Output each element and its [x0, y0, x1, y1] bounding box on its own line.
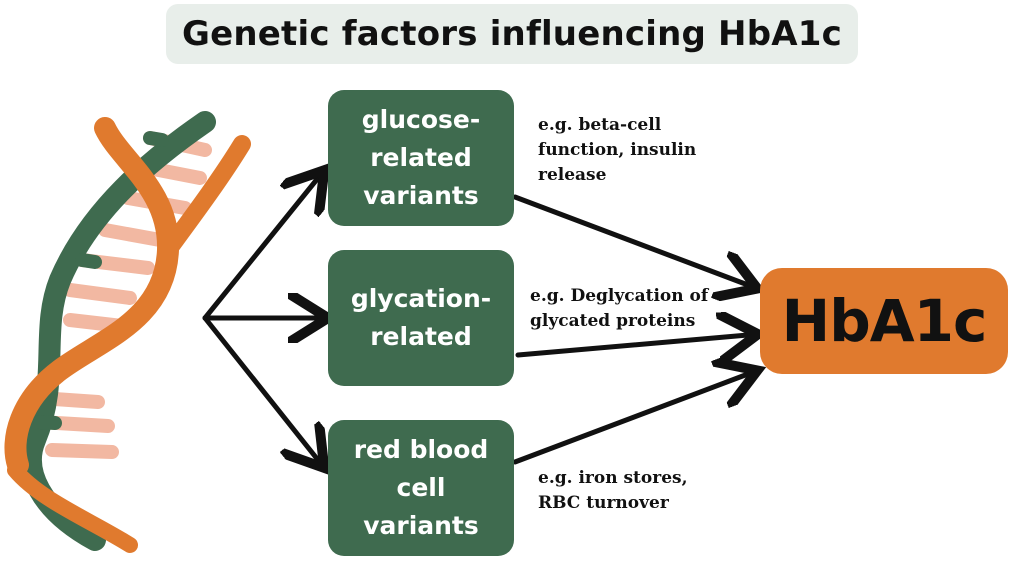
note-line: RBC turnover: [538, 493, 669, 513]
note-line: e.g. beta-cell: [538, 115, 662, 135]
hba1c-label: HbA1c: [781, 287, 988, 355]
note-line: glycated proteins: [530, 311, 696, 331]
note-line: function, insulin: [538, 140, 697, 160]
title-banner: Genetic factors influencing HbA1c: [166, 4, 858, 64]
box-line: variants: [363, 511, 479, 540]
dna-helix-icon: [4, 111, 251, 553]
box-line: related: [370, 322, 472, 351]
box-line: variants: [363, 181, 479, 210]
red-blood-cell-variants-box: red blood cell variants: [328, 420, 514, 556]
glucose-example-note: e.g. beta-cell function, insulin release: [538, 113, 696, 188]
glucose-related-variants-box: glucose- related variants: [328, 90, 514, 226]
box-line: glycation-: [350, 284, 492, 313]
note-line: release: [538, 165, 607, 185]
arrow-glycation-to-hba1c: [515, 335, 748, 355]
arrow-to-rbc-box: [202, 315, 318, 460]
note-line: e.g. iron stores,: [538, 468, 688, 488]
box-line: cell: [396, 473, 446, 502]
arrow-glucose-to-hba1c: [512, 194, 748, 285]
arrow-to-glucose-box: [202, 178, 318, 321]
rbc-example-note: e.g. iron stores, RBC turnover: [538, 466, 688, 516]
box-line: related: [370, 143, 472, 172]
glycation-related-box: glycation- related: [328, 250, 514, 386]
box-line: red blood: [353, 435, 489, 464]
page-title: Genetic factors influencing HbA1c: [182, 14, 842, 54]
glycation-example-note: e.g. Deglycation of glycated proteins: [530, 284, 708, 334]
arrow-rbc-to-hba1c: [512, 374, 748, 465]
box-line: glucose-: [361, 105, 481, 134]
hba1c-box: HbA1c: [760, 268, 1008, 374]
note-line: e.g. Deglycation of: [530, 286, 709, 306]
